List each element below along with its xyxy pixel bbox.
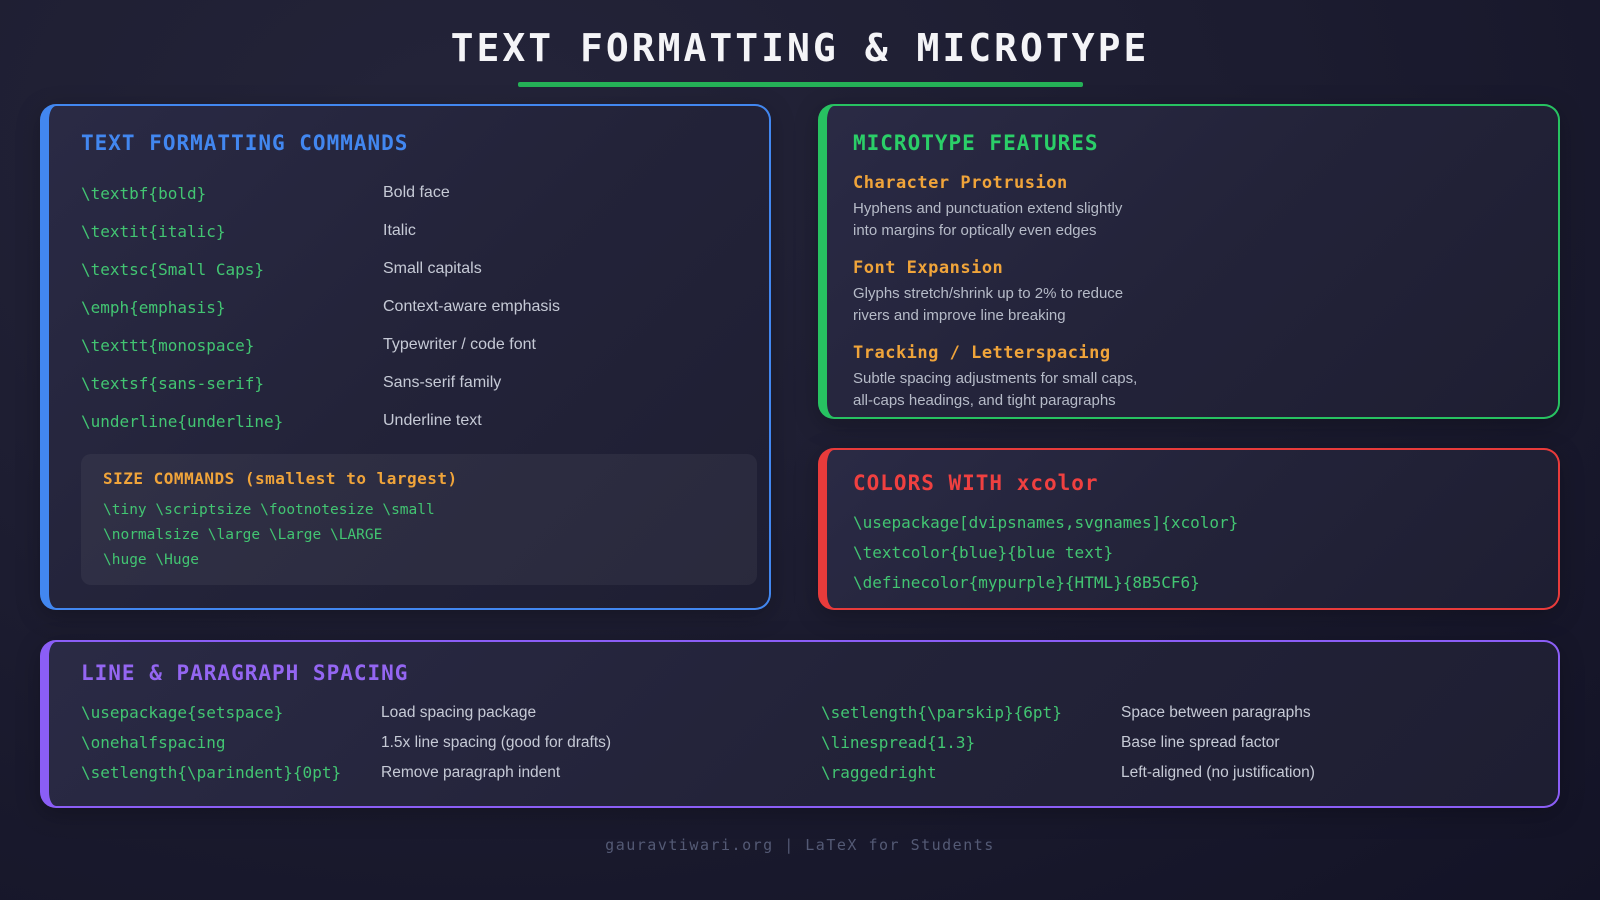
size-commands-title: SIZE COMMANDS (smallest to largest)	[103, 469, 458, 488]
command-description: Left-aligned (no justification)	[1121, 764, 1315, 781]
command-row: \textbf{bold} Bold face	[81, 174, 757, 212]
command-description: Typewriter / code font	[383, 336, 536, 353]
feature-heading: Tracking / Letterspacing	[853, 343, 1111, 363]
microtype-feature: Font Expansion Glyphs stretch/shrink up …	[853, 257, 1532, 326]
latex-command: \setlength{\parindent}{0pt}	[81, 763, 342, 782]
panel-title: LINE & PARAGRAPH SPACING	[81, 661, 409, 685]
title-underline	[517, 82, 1083, 87]
latex-command: \textbf{bold}	[81, 183, 207, 203]
command-table: \textbf{bold} Bold face \textit{italic} …	[81, 174, 757, 440]
feature-text: rivers and improve line breaking	[853, 306, 1066, 324]
command-row: \textit{italic} Italic	[81, 212, 757, 250]
microtype-feature: Tracking / Letterspacing Subtle spacing …	[853, 342, 1532, 411]
latex-command: \texttt{monospace}	[81, 335, 255, 355]
latex-command: \textcolor{blue}{blue text}	[853, 543, 1114, 562]
feature-text: Glyphs stretch/shrink up to 2% to reduce	[853, 285, 1124, 302]
spacing-table: \usepackage{setspace} Load spacing packa…	[81, 698, 1534, 788]
command-description: Context-aware emphasis	[383, 298, 560, 315]
command-description: Remove paragraph indent	[381, 764, 561, 781]
page-header: TEXT FORMATTING & MICROTYPE	[0, 0, 1600, 87]
size-command-line: \huge \Huge	[103, 552, 200, 568]
panel-title: COLORS WITH xcolor	[853, 471, 1099, 495]
command-description: Space between paragraphs	[1121, 704, 1311, 721]
panel-title: TEXT FORMATTING COMMANDS	[81, 131, 409, 155]
command-row: \textsf{sans-serif} Sans-serif family	[81, 364, 757, 402]
latex-command: \emph{emphasis}	[81, 297, 226, 317]
feature-text: Subtle spacing adjustments for small cap…	[853, 370, 1138, 387]
command-description: Bold face	[383, 184, 450, 201]
xcolor-code-block: \usepackage[dvipsnames,svgnames]{xcolor}…	[853, 508, 1532, 598]
feature-heading: Font Expansion	[853, 258, 1004, 278]
feature-text: into margins for optically even edges	[853, 221, 1097, 239]
size-commands-box: SIZE COMMANDS (smallest to largest) \tin…	[81, 454, 757, 585]
command-description: Load spacing package	[381, 704, 537, 721]
command-row: \underline{underline} Underline text	[81, 402, 757, 440]
command-description: 1.5x line spacing (good for drafts)	[381, 734, 612, 751]
latex-command: \underline{underline}	[81, 411, 284, 431]
panel-microtype-features: MICROTYPE FEATURES Character Protrusion …	[818, 104, 1560, 419]
feature-text: Hyphens and punctuation extend slightly	[853, 200, 1123, 217]
latex-command: \textsc{Small Caps}	[81, 259, 265, 279]
latex-command: \setlength{\parskip}{6pt}	[821, 703, 1062, 722]
panel-title: MICROTYPE FEATURES	[853, 131, 1099, 155]
latex-command: \usepackage[dvipsnames,svgnames]{xcolor}	[853, 513, 1239, 532]
microtype-feature: Character Protrusion Hyphens and punctua…	[853, 172, 1532, 241]
footer-credit: gauravtiwari.org | LaTeX for Students	[605, 836, 995, 854]
command-description: Underline text	[383, 412, 482, 429]
latex-command: \usepackage{setspace}	[81, 703, 284, 722]
latex-command: \textit{italic}	[81, 221, 226, 241]
latex-command: \textsf{sans-serif}	[81, 373, 265, 393]
page-title: TEXT FORMATTING & MICROTYPE	[450, 26, 1150, 70]
feature-text: all-caps headings, and tight paragraphs	[853, 391, 1116, 409]
panel-colors-xcolor: COLORS WITH xcolor \usepackage[dvipsname…	[818, 448, 1560, 610]
feature-heading: Character Protrusion	[853, 173, 1068, 193]
command-description: Base line spread factor	[1121, 734, 1280, 751]
panel-text-formatting-commands: TEXT FORMATTING COMMANDS \textbf{bold} B…	[40, 104, 771, 610]
latex-command: \definecolor{mypurple}{HTML}{8B5CF6}	[853, 573, 1200, 592]
size-command-line: \tiny \scriptsize \footnotesize \small	[103, 502, 435, 518]
command-description: Small capitals	[383, 260, 482, 277]
latex-command: \linespread{1.3}	[821, 733, 976, 752]
command-description: Sans-serif family	[383, 374, 502, 391]
latex-command: \raggedright	[821, 763, 937, 782]
size-command-line: \normalsize \large \Large \LARGE	[103, 527, 383, 543]
command-row: \texttt{monospace} Typewriter / code fon…	[81, 326, 757, 364]
command-description: Italic	[383, 222, 416, 239]
panel-line-paragraph-spacing: LINE & PARAGRAPH SPACING \usepackage{set…	[40, 640, 1560, 808]
latex-command: \onehalfspacing	[81, 733, 226, 752]
command-row: \emph{emphasis} Context-aware emphasis	[81, 288, 757, 326]
command-row: \textsc{Small Caps} Small capitals	[81, 250, 757, 288]
